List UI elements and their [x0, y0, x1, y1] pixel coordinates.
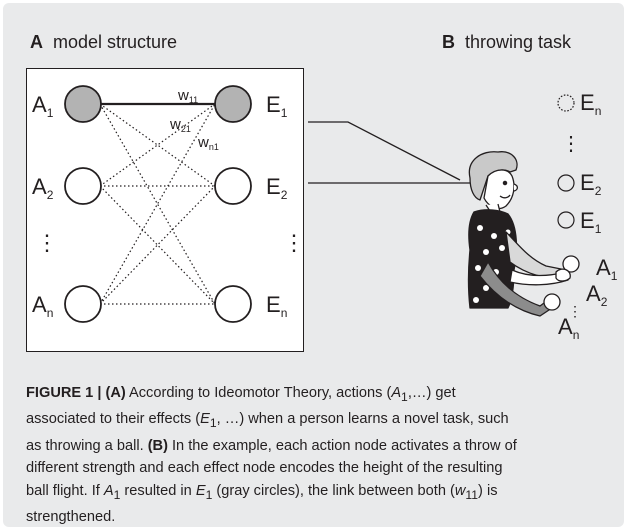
figure-label: FIGURE 1 |	[26, 385, 102, 401]
action-node-a2	[64, 167, 102, 205]
caption-line-2: associated to their effects (E1, …) when…	[26, 408, 610, 434]
caption-a-tail: ,…) get	[407, 385, 456, 401]
label-b-e1: E1	[580, 208, 602, 236]
sym-e-2: E	[195, 482, 206, 499]
label-e1: E1	[266, 92, 288, 120]
ellipsis-effects: ⋮	[283, 230, 305, 255]
caption-a-label: (A)	[105, 385, 126, 401]
label-en: En	[266, 292, 287, 320]
connector-lines	[308, 121, 470, 184]
figure-artwork: A1 A2 An E1 E2 En ⋮ ⋮ w11 w21 wn1 En ⋮ E…	[32, 85, 618, 342]
sym-w: w	[454, 482, 466, 499]
panel-a-letter: A	[30, 32, 43, 52]
caption-a-text-2-tail: , …) when a person learns a novel task, …	[216, 411, 509, 428]
caption-line-5: ball flight. If A1 resulted in E1 (gray …	[26, 480, 610, 506]
label-b-e2: E2	[580, 170, 602, 198]
ellipsis-heights: ⋮	[561, 133, 581, 155]
sym-e-sub: 1	[209, 416, 217, 431]
weight-wn1: wn1	[197, 134, 219, 152]
caption-a-text-3: as throwing a ball.	[26, 437, 148, 454]
effect-node-e1	[214, 85, 252, 123]
label-b-a1: A1	[596, 255, 618, 283]
caption-b-text: In the example, each action node activat…	[167, 437, 517, 454]
ellipsis-throws: ⋮	[568, 303, 582, 319]
sym-e: E	[200, 411, 210, 428]
figure-caption: FIGURE 1 | (A) According to Ideomotor Th…	[26, 382, 610, 529]
sym-a: A	[391, 385, 402, 401]
caption-line-4: different strength and each effect node …	[26, 460, 503, 477]
ball-height-e1	[557, 211, 575, 229]
sym-a-2-sub: 1	[113, 487, 121, 502]
caption-a-text: According to Ideomotor Theory, actions (	[125, 385, 392, 401]
sym-w-sub: 11	[465, 487, 479, 502]
ellipsis-actions: ⋮	[36, 230, 58, 255]
weight-w11: w11	[177, 87, 198, 105]
caption-b-label: (B)	[147, 437, 168, 454]
dotted-links	[99, 103, 216, 305]
weight-w21: w21	[169, 116, 191, 134]
panel-b-title: throwing task	[465, 32, 572, 52]
caption-l5a: ball flight. If	[26, 482, 104, 499]
sym-a-2: A	[103, 482, 114, 499]
label-a2: A2	[32, 174, 54, 202]
label-b-en: En	[580, 90, 601, 118]
caption-l5c: (gray circles), the link between both (	[212, 482, 455, 499]
label-a1: A1	[32, 92, 54, 120]
sym-a-sub: 1	[401, 389, 408, 404]
action-node-an	[64, 285, 102, 323]
caption-line-1: FIGURE 1 | (A) According to Ideomotor Th…	[26, 382, 610, 408]
panel-a-title: model structure	[53, 32, 178, 52]
caption-line-3: as throwing a ball. (B) In the example, …	[26, 435, 610, 458]
caption-a-text-2: associated to their effects (	[26, 411, 201, 428]
caption-l5b: resulted in	[120, 482, 196, 499]
ball-height-e2	[557, 174, 575, 192]
caption-l5d: ) is	[478, 482, 498, 499]
caption-line-6: strengthened.	[26, 509, 116, 526]
label-e2: E2	[266, 174, 288, 202]
sym-e-2-sub: 1	[205, 487, 213, 502]
action-node-a1	[64, 85, 102, 123]
effect-node-e2	[214, 167, 252, 205]
effect-node-en	[214, 285, 252, 323]
ball-height-en	[557, 94, 575, 112]
person-illustration	[467, 151, 580, 317]
label-b-a2: A2	[586, 281, 608, 309]
panel-b-letter: B	[442, 32, 455, 52]
label-an: An	[32, 292, 53, 320]
